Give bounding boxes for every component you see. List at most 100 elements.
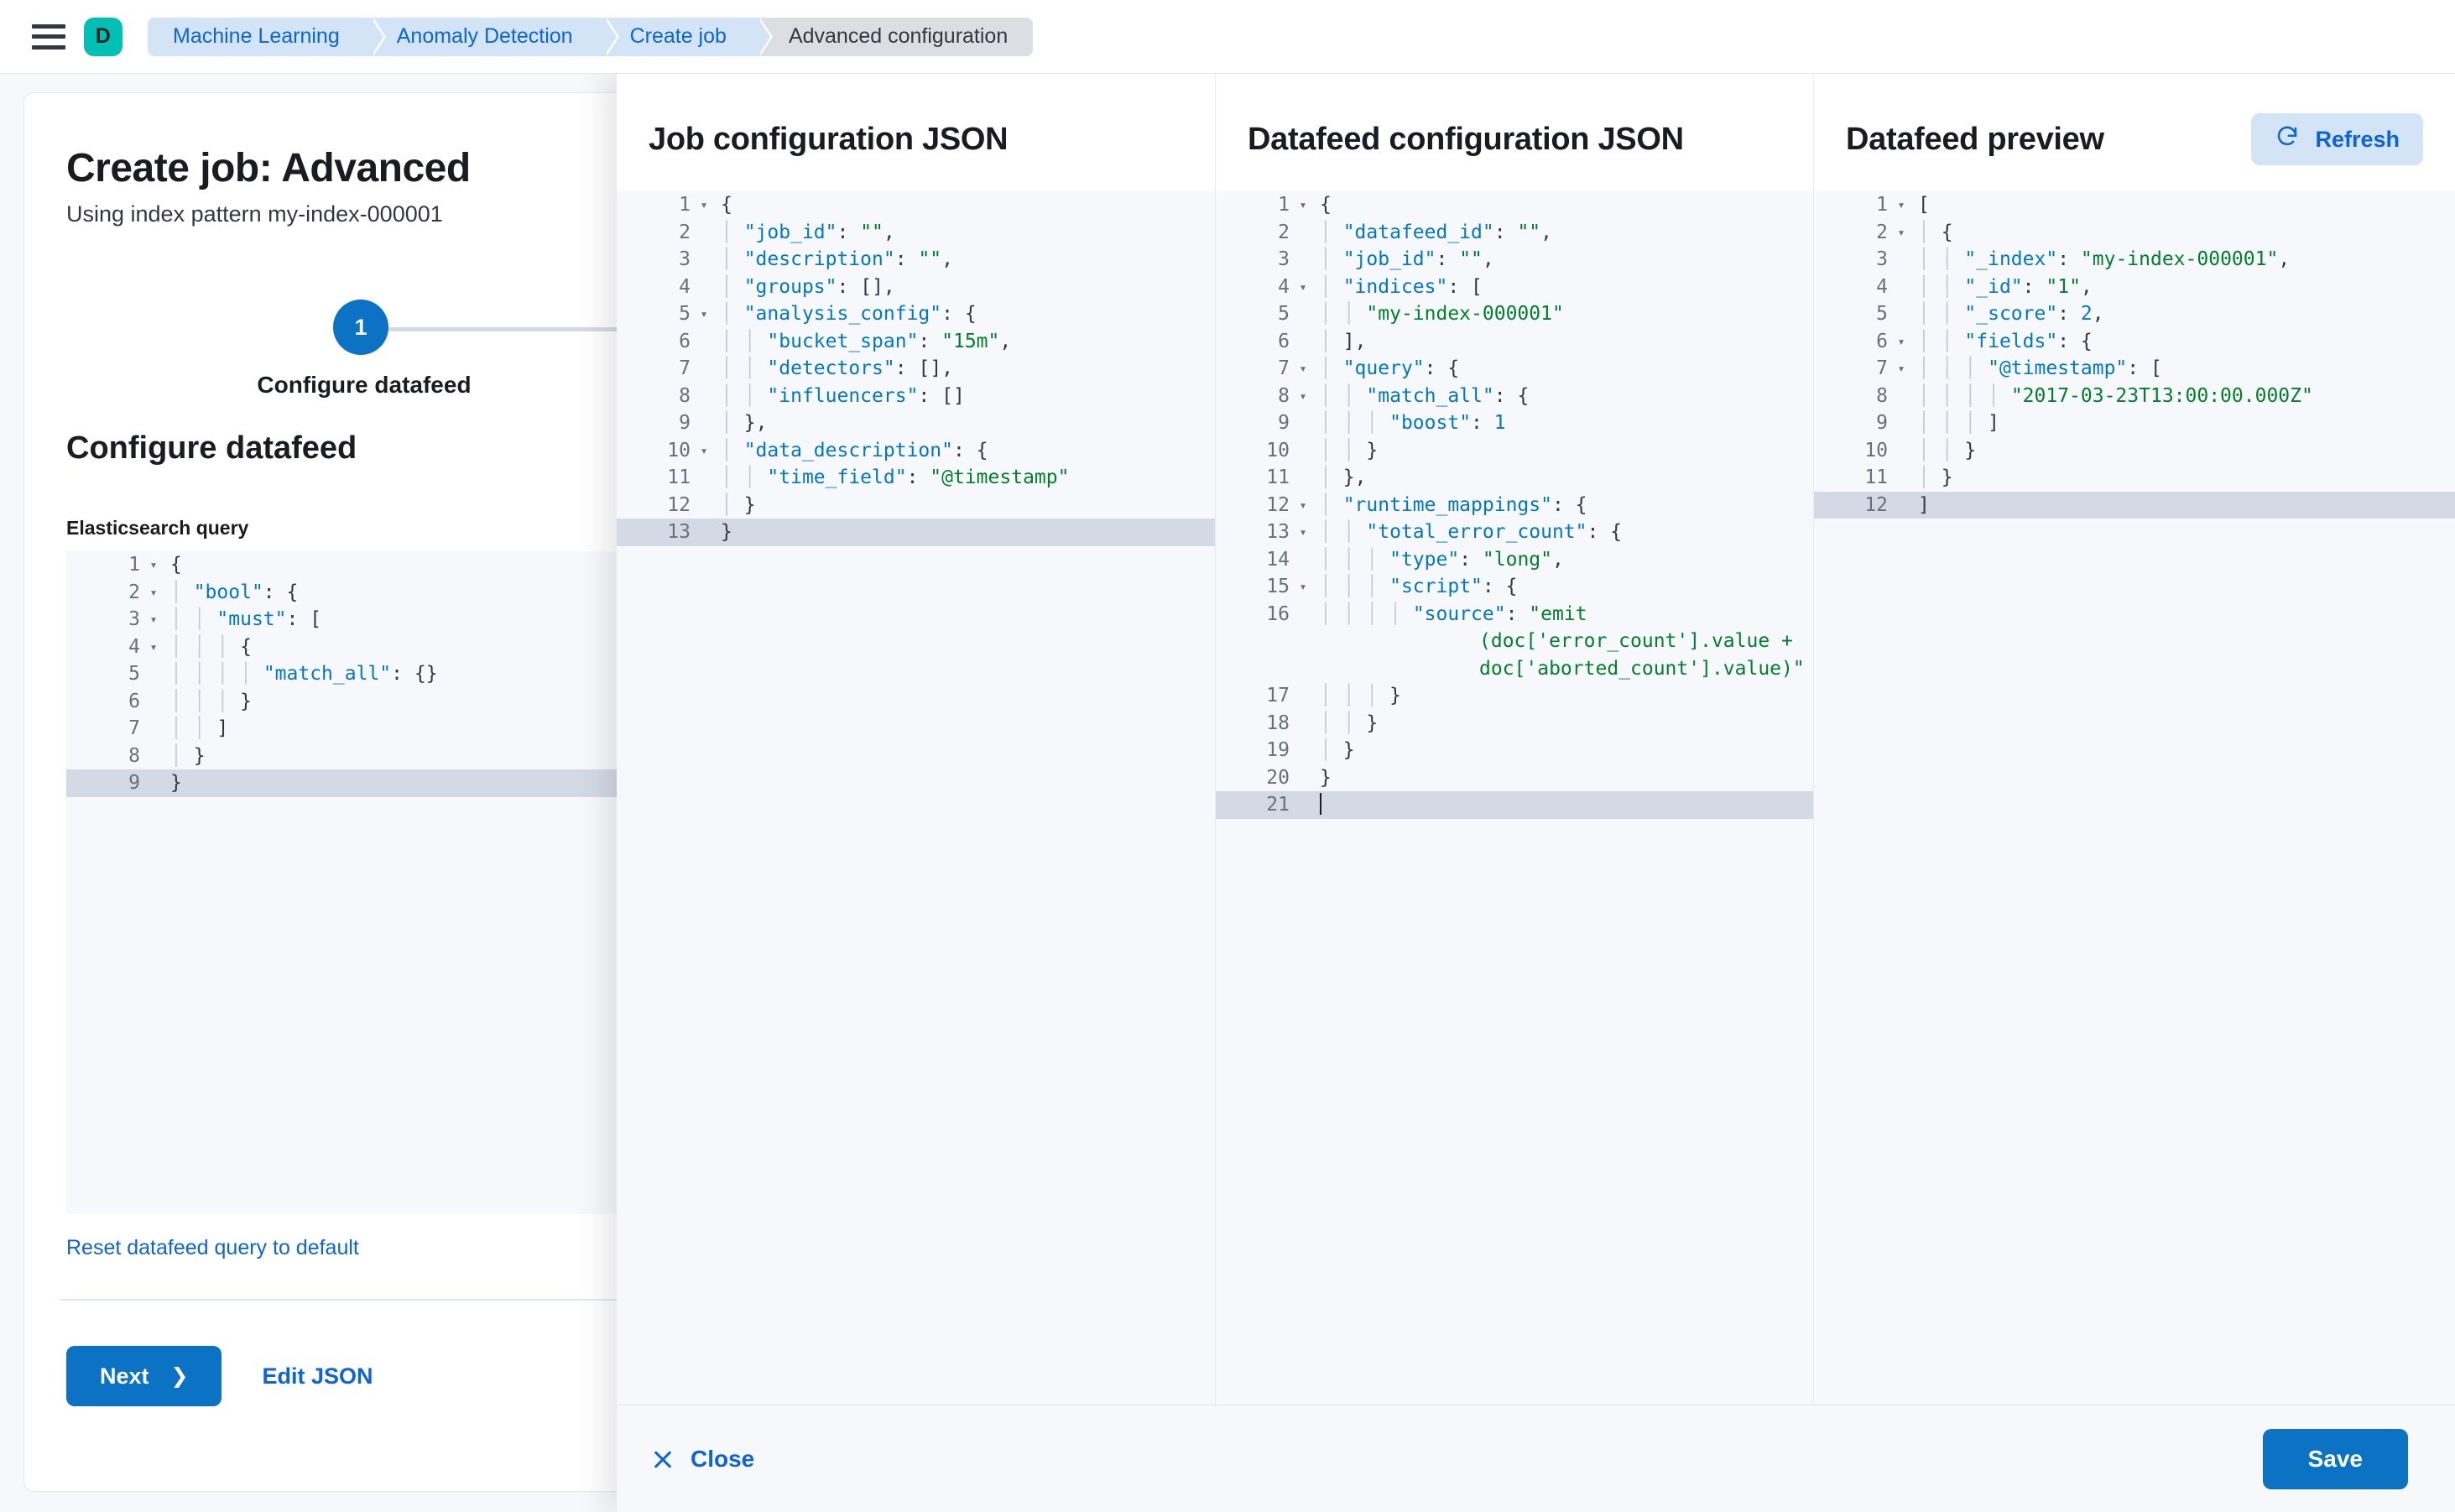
editor-line-number: 8: [1278, 384, 1290, 407]
close-button[interactable]: Close: [652, 1446, 754, 1473]
fold-toggle-icon[interactable]: ▾: [1299, 579, 1307, 594]
editor-line-number: 7: [1876, 357, 1888, 379]
fold-toggle-icon[interactable]: ▾: [149, 612, 158, 627]
advanced-configuration-flyout: Job configuration JSON 1▾{2│ "job_id": "…: [617, 74, 2455, 1512]
datafeed-preview-json-editor[interactable]: 1▾[2▾│ {3│ │ "_index": "my-index-000001"…: [1814, 191, 2455, 1405]
editor-line-number: 3: [1876, 248, 1888, 270]
editor-line-number: 10: [667, 439, 691, 461]
fold-toggle-icon[interactable]: ▾: [700, 306, 708, 321]
editor-line: 9│ │ │ ]: [1814, 409, 2455, 437]
editor-line-code: │ │ }: [1320, 439, 1379, 461]
editor-line: 1 ▾ [: [1814, 191, 2455, 219]
breadcrumb-item-anomaly-detection[interactable]: Anomaly Detection: [371, 17, 619, 56]
editor-line-number: 18: [1266, 712, 1290, 734]
fold-toggle-icon[interactable]: ▾: [1299, 524, 1307, 540]
editor-line: 21: [1216, 791, 1813, 819]
fold-toggle-icon[interactable]: ▾: [1299, 279, 1307, 295]
editor-line: 11│ }: [1814, 464, 2455, 492]
refresh-button-label: Refresh: [2315, 126, 2400, 152]
editor-line-code: │ │ ]: [170, 717, 229, 739]
editor-line-number: 13: [667, 521, 691, 543]
editor-line: 6 │ ],: [1216, 328, 1813, 356]
elasticsearch-query-label: Elasticsearch query: [66, 517, 249, 539]
hamburger-menu-icon[interactable]: [32, 23, 65, 50]
job-configuration-title: Job configuration JSON: [649, 121, 1009, 157]
editor-line: 6 │ │ │ }: [66, 688, 1165, 716]
hamburger-bar: [32, 44, 65, 50]
editor-line-number: 1: [1876, 194, 1888, 216]
editor-line-code: │ "indices": [: [1320, 275, 1483, 298]
editor-line: 13}: [617, 519, 1215, 546]
breadcrumb-item-machine-learning[interactable]: Machine Learning: [148, 17, 386, 56]
section-title-configure-datafeed: Configure datafeed: [66, 430, 357, 466]
editor-line-number: 9: [679, 412, 691, 434]
editor-line-code: │ │ │ │ "2017-03-23T13:00:00.000Z": [1918, 384, 2313, 407]
fold-toggle-icon[interactable]: ▾: [149, 584, 158, 600]
editor-line-code: │ │ }: [1918, 439, 1977, 461]
editor-line-number: 9: [1278, 412, 1290, 434]
editor-line: 3│ "description": "",: [617, 246, 1215, 274]
editor-line-code: │ "query": {: [1320, 357, 1460, 379]
editor-line-code: │ │ │ {: [170, 635, 252, 658]
editor-line-number: 6: [1876, 330, 1888, 352]
editor-line-code: │ │ │ │ "source": "emit(doc['error_count…: [1320, 602, 1805, 680]
editor-line-code: │ │ "my-index-000001": [1320, 303, 1564, 325]
step-1-label: Configure datafeed: [257, 372, 472, 398]
editor-line: 10│ │ }: [1216, 437, 1813, 465]
editor-line: 20}: [1216, 764, 1813, 792]
fold-toggle-icon[interactable]: ▾: [1299, 197, 1307, 212]
editor-line: 1▾{: [617, 191, 1215, 219]
editor-line: 7│ │ ]: [66, 715, 1165, 743]
editor-line: 5│ │ "_score": 2,: [1814, 300, 2455, 328]
editor-line-number: 1: [1278, 194, 1290, 216]
editor-line-code: │ }: [1320, 739, 1355, 761]
save-button[interactable]: Save: [2262, 1428, 2408, 1489]
editor-line-code: │ │ │ }: [170, 690, 252, 712]
editor-line-code: [: [1918, 194, 1930, 216]
editor-line-number: 19: [1266, 739, 1290, 761]
editor-line-code: {: [1320, 194, 1332, 216]
fold-toggle-icon[interactable]: ▾: [1897, 224, 1905, 240]
job-configuration-json-editor[interactable]: 1▾{2│ "job_id": "",3│ "description": "",…: [617, 191, 1215, 1405]
edit-json-button[interactable]: Edit JSON: [262, 1363, 373, 1389]
datafeed-preview-title: Datafeed preview: [1846, 121, 2104, 157]
breadcrumb-item-advanced-configuration: Advanced configuration: [758, 17, 1034, 56]
editor-line-code: {: [170, 554, 182, 576]
fold-toggle-icon[interactable]: ▾: [1897, 333, 1905, 349]
editor-line-code: │ "bool": {: [170, 581, 299, 603]
editor-line-code: │ │ │ "@timestamp": [: [1918, 357, 2162, 379]
breadcrumb-item-create-job[interactable]: Create job: [604, 17, 774, 56]
editor-line: 14│ │ │ "type": "long",: [1216, 546, 1813, 574]
fold-toggle-icon[interactable]: ▾: [700, 442, 708, 458]
fold-toggle-icon[interactable]: ▾: [149, 557, 158, 572]
editor-line: 4│ │ "_id": "1",: [1814, 274, 2455, 301]
editor-line-code: │ "job_id": "",: [721, 221, 895, 243]
next-button[interactable]: Next ❯: [66, 1346, 222, 1406]
step-1-circle[interactable]: 1: [333, 300, 388, 355]
editor-line-code: │ ],: [1320, 330, 1367, 352]
editor-line-number: 15: [1266, 576, 1290, 597]
editor-line: 5│ │ "my-index-000001": [1216, 300, 1813, 328]
avatar[interactable]: D: [84, 17, 122, 56]
fold-toggle-icon[interactable]: ▾: [149, 639, 158, 654]
fold-toggle-icon[interactable]: ▾: [1299, 388, 1307, 404]
fold-toggle-icon[interactable]: ▾: [1897, 197, 1905, 212]
reset-datafeed-query-link[interactable]: Reset datafeed query to default: [66, 1236, 359, 1259]
editor-line-code: │ {: [1918, 221, 1953, 243]
editor-line-code: }: [1320, 766, 1332, 789]
datafeed-configuration-json-editor[interactable]: 1▾{2│ "datafeed_id": "",3│ "job_id": "",…: [1216, 191, 1813, 1405]
editor-line: 4▾│ "indices": [: [1216, 274, 1813, 301]
fold-toggle-icon[interactable]: ▾: [1299, 361, 1307, 376]
fold-toggle-icon[interactable]: ▾: [1897, 361, 1905, 376]
editor-line-number: 6: [1278, 330, 1290, 352]
fold-toggle-icon[interactable]: ▾: [1299, 497, 1307, 513]
editor-line-number: 6: [128, 690, 140, 712]
editor-line-number: 14: [1266, 548, 1290, 571]
refresh-button[interactable]: Refresh: [2251, 113, 2423, 165]
fold-toggle-icon[interactable]: ▾: [700, 197, 708, 212]
editor-line-number: 4: [1876, 275, 1888, 298]
editor-line-code: [1313, 791, 1813, 819]
editor-line: 13▾│ │ "total_error_count": {: [1216, 519, 1813, 546]
editor-line: 8▾│ │ "match_all": {: [1216, 383, 1813, 410]
editor-line: 3│ │ "_index": "my-index-000001",: [1814, 246, 2455, 274]
